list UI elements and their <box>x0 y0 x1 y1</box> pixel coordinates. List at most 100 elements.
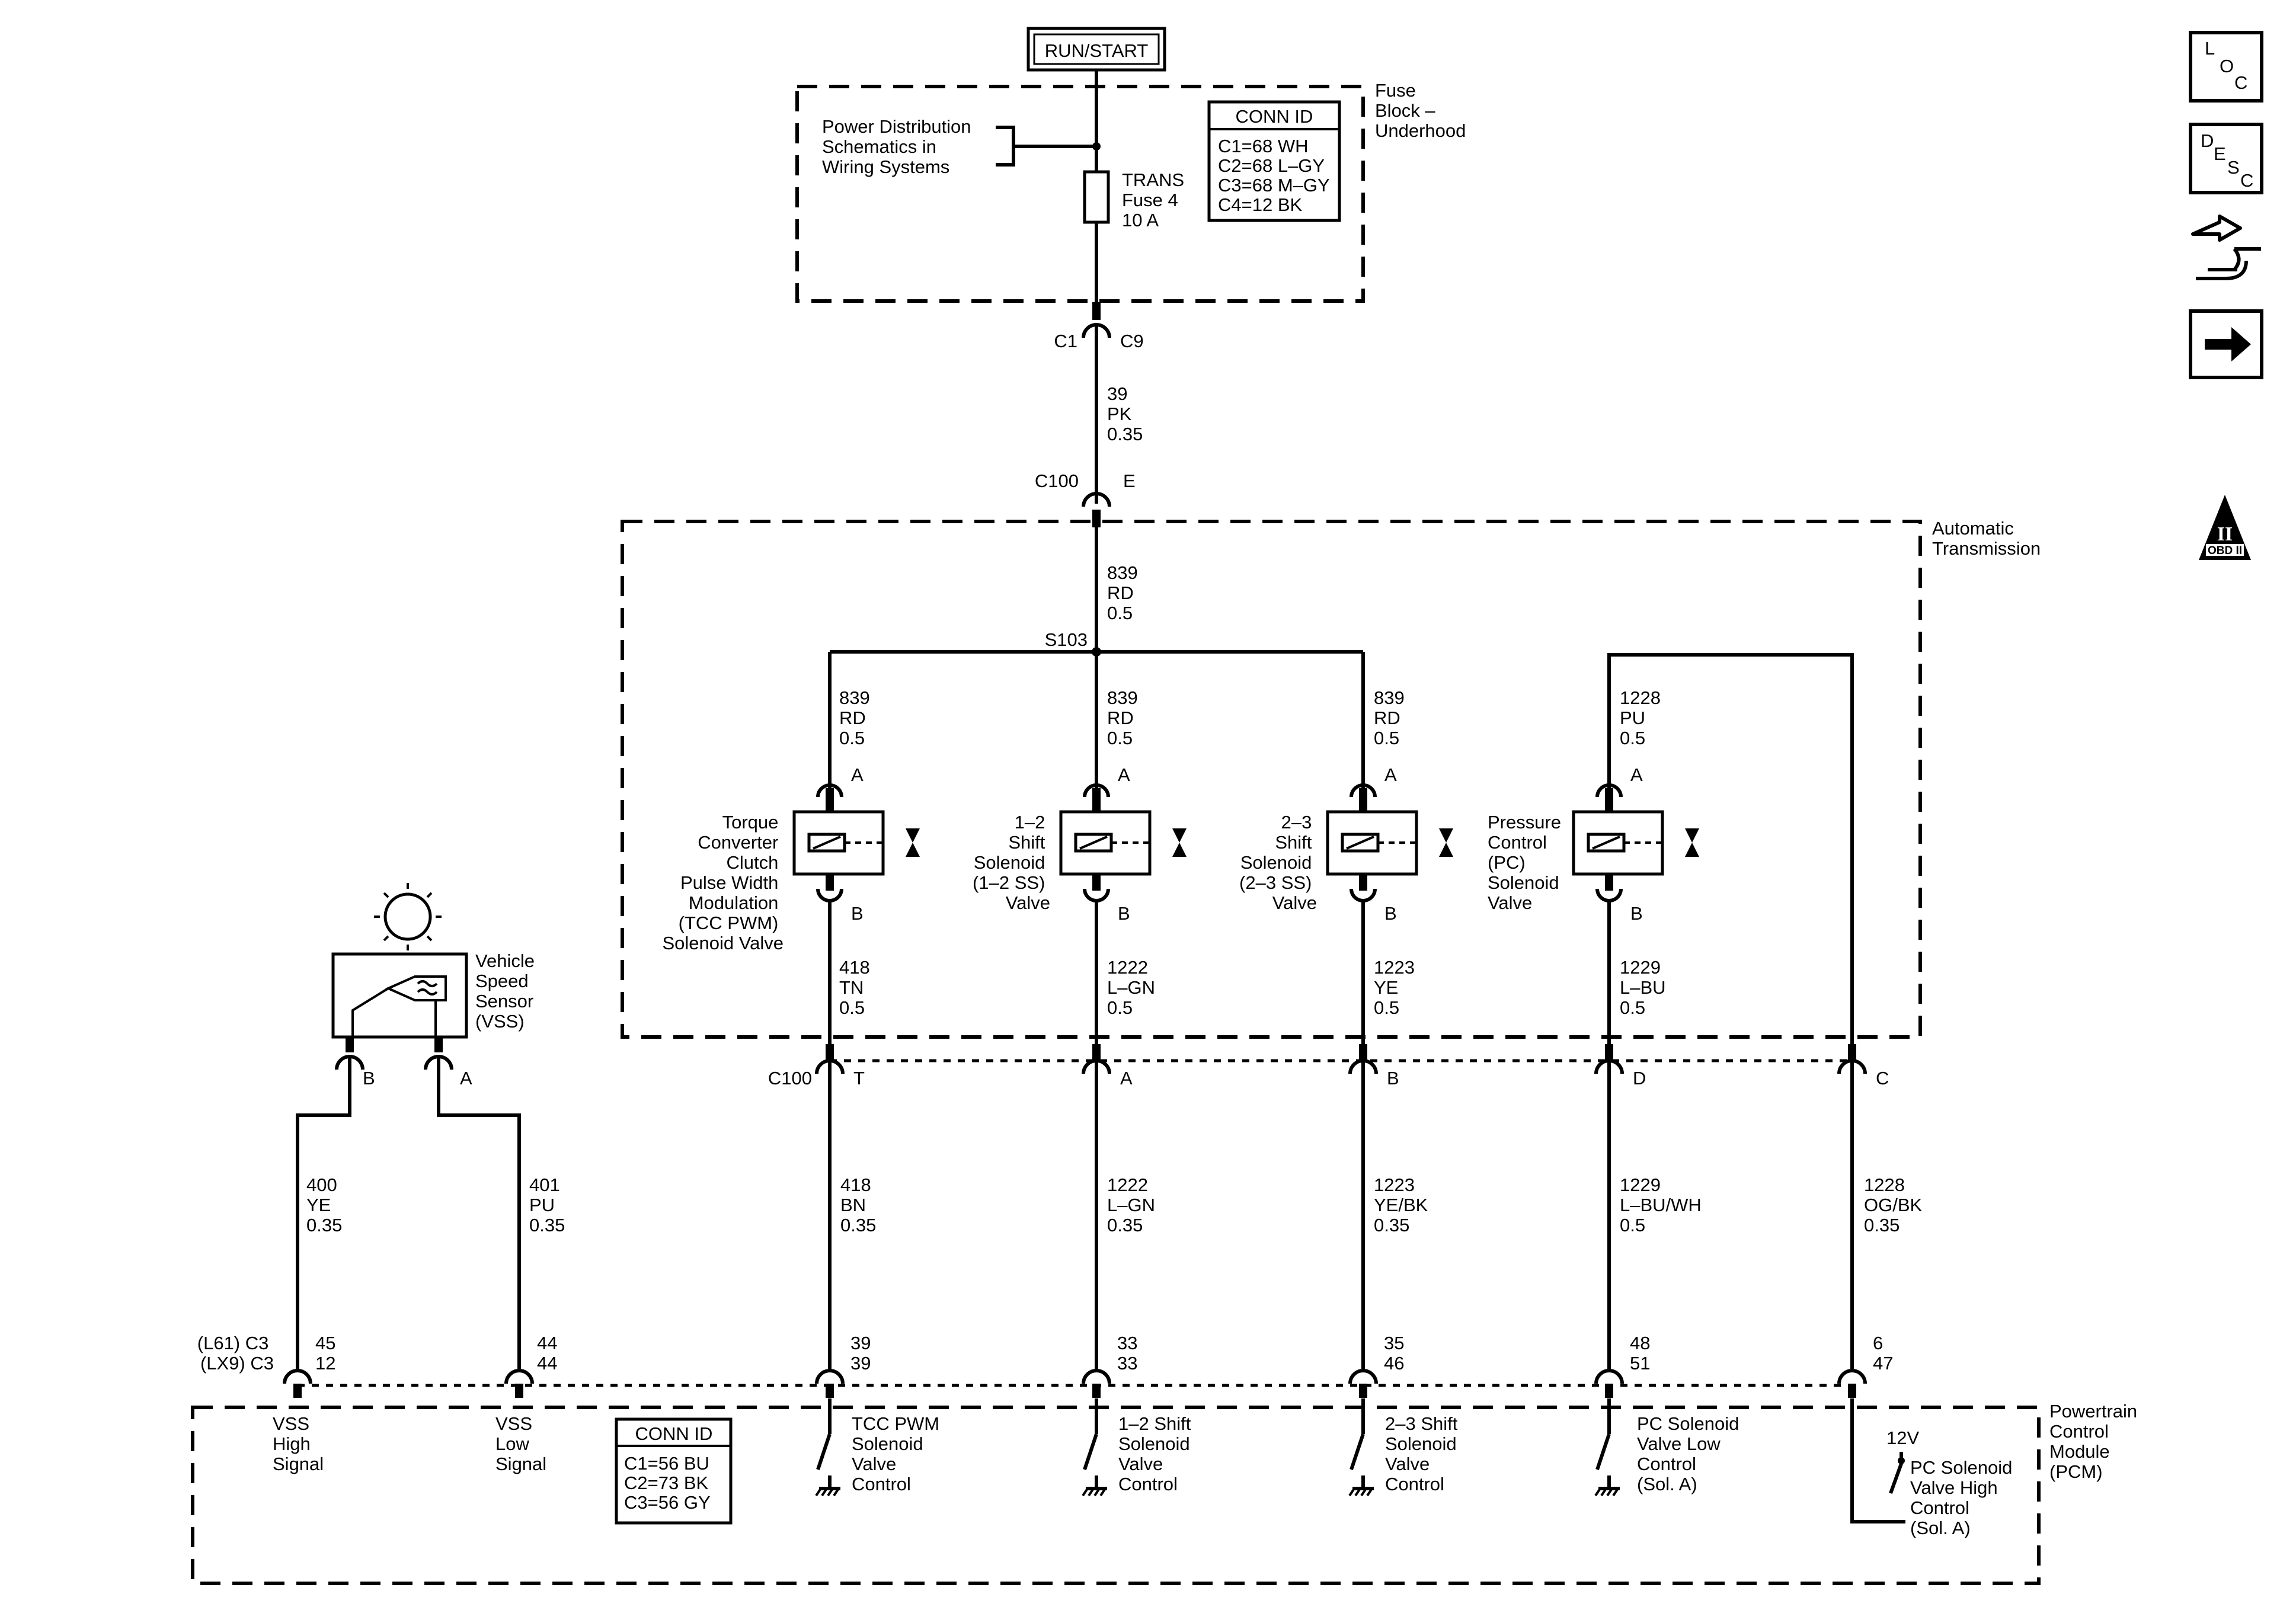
pcm-pin-number: 44 <box>537 1353 557 1374</box>
ground-hatch <box>815 1487 822 1497</box>
pcm-terminal <box>515 1384 523 1398</box>
pin-b-socket <box>1595 888 1623 902</box>
switch-blade <box>1083 1433 1098 1470</box>
c100-pin-t: T <box>853 1068 865 1089</box>
pcm-pin-number: 12 <box>315 1353 335 1374</box>
pcm-label: Powertrain Control Module (PCM) <box>2049 1401 2142 1482</box>
pcm-pin-number: 33 <box>1117 1333 1137 1353</box>
pcm-pin-number: 45 <box>315 1333 335 1353</box>
ground-hatch <box>1093 1487 1101 1497</box>
splice-s103-label: S103 <box>1045 629 1088 650</box>
pcm-conn-id-lines: C1=56 BU C2=73 BK C3=56 GY <box>624 1453 715 1513</box>
svg-text:L: L <box>2205 38 2215 59</box>
loc-button[interactable]: L O C <box>2189 31 2263 103</box>
sol-1-pin-b: B <box>1118 903 1130 924</box>
pin-a-terminal <box>826 788 834 812</box>
c100-terminal <box>1359 1044 1367 1061</box>
pcm-socket <box>1594 1369 1624 1384</box>
pcm-socket <box>1837 1369 1867 1384</box>
vss-name: Vehicle Speed Sensor (VSS) <box>475 950 540 1032</box>
sol-0-pin-b: B <box>851 903 864 924</box>
pc-high-output <box>1850 1398 1905 1523</box>
pcm-terminal <box>293 1384 302 1398</box>
c100-e-label: C100 <box>1035 470 1079 491</box>
ground-hatch <box>1606 1487 1613 1497</box>
pcm-socket <box>504 1369 534 1384</box>
fuse-symbol <box>1083 170 1110 224</box>
pcm-pin-number: 48 <box>1630 1333 1650 1353</box>
c100-terminal <box>1092 1044 1101 1061</box>
c1-label: C1 <box>1054 331 1077 351</box>
ground-hatch <box>1088 1487 1095 1497</box>
fuse-label: TRANS Fuse 4 10 A <box>1122 169 1189 231</box>
coil-stroke <box>1592 836 1620 850</box>
connector-tool-icon[interactable] <box>2191 215 2261 280</box>
coil-stroke <box>1346 836 1374 850</box>
ground-hatch <box>1360 1487 1367 1497</box>
sol-3-pin-b: B <box>1630 903 1643 924</box>
run-start-label: RUN/START <box>1045 40 1149 61</box>
pcm-terminal <box>1092 1384 1101 1398</box>
connector-c1-c9 <box>1082 302 1111 504</box>
fuse-block-label: Fuse Block – Underhood <box>1375 80 1466 141</box>
sol-2-pin-a: A <box>1384 764 1397 785</box>
obd-ii-icon[interactable]: II OBD II <box>2199 495 2251 560</box>
wire-39-pk: 39 PK 0.35 <box>1107 383 1143 444</box>
pcm-terminal <box>1605 1384 1613 1398</box>
pcm-terminal <box>1359 1384 1367 1398</box>
c100-pin-b: B <box>1387 1068 1399 1089</box>
connector-c100-e <box>1082 492 1111 527</box>
pcm-pin-number: 39 <box>850 1353 871 1374</box>
desc-button[interactable]: D E S C <box>2189 123 2263 194</box>
c100-terminal <box>1605 1044 1613 1061</box>
wire-839-in: 839 RD 0.5 <box>1107 562 1143 623</box>
c100-pins <box>815 1044 1867 1369</box>
sol-0-name: Torque Converter Clutch Pulse Width Modu… <box>662 812 784 953</box>
c100-terminal <box>1848 1044 1856 1061</box>
conn-id-title: CONN ID <box>1236 106 1313 127</box>
valve-icon-lower <box>1172 843 1187 857</box>
pcm-socket <box>283 1369 312 1384</box>
tcc-pwm-solenoid <box>792 783 920 1046</box>
ground-hatch <box>1594 1487 1601 1497</box>
pin-a-socket <box>1595 783 1623 798</box>
svg-text:OBD II: OBD II <box>2208 545 2242 557</box>
switch-blade <box>816 1433 832 1470</box>
c100-socket <box>1837 1059 1867 1074</box>
ground-hatch <box>1612 1487 1619 1497</box>
valve-icon <box>1685 828 1699 843</box>
sol-2-pin-b: B <box>1384 903 1397 924</box>
sol-2-name: 2–3 Shift Solenoid (2–3 SS) Valve <box>1239 812 1317 913</box>
pcm-connector-ids: (L61) C3 (LX9) C3 <box>197 1333 274 1374</box>
ground-hatch <box>1354 1487 1361 1497</box>
transmission-boundary <box>621 520 1922 1039</box>
pin-b-socket <box>1350 888 1377 902</box>
c9-label: C9 <box>1120 331 1144 351</box>
sol-1-pin-a: A <box>1118 764 1130 785</box>
pin-b-terminal <box>1092 874 1101 891</box>
svg-text:E: E <box>2214 143 2226 164</box>
ground-hatch <box>1099 1487 1107 1497</box>
next-arrow-button[interactable] <box>2189 309 2263 379</box>
